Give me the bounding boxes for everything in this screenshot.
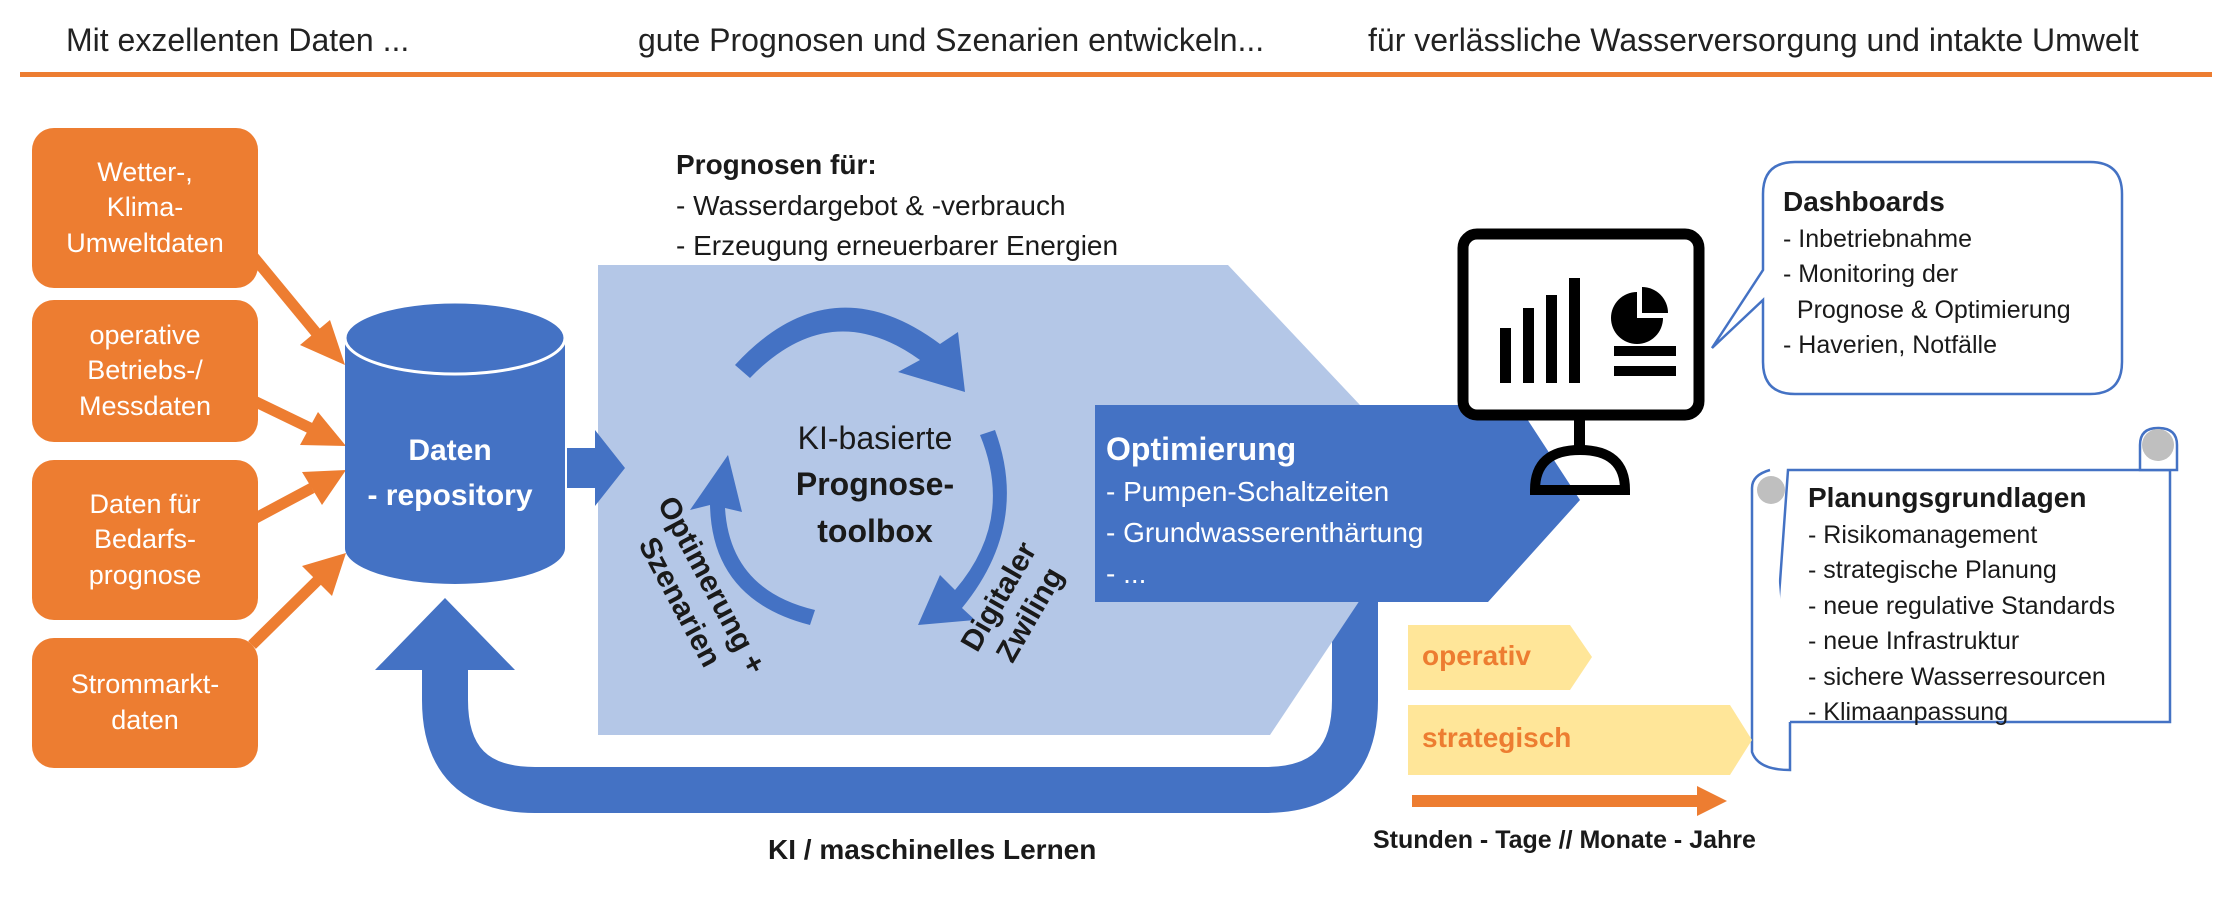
header-supply: für verlässliche Wasserversorgung und in… (1368, 22, 2139, 58)
timeline-arrowhead (1697, 786, 1727, 816)
planning-item: - strategische Planung (1808, 556, 2057, 585)
cycle-arrows (690, 307, 1007, 625)
header-divider (20, 72, 2212, 77)
planning-item: - neue regulative Standards (1808, 591, 2116, 620)
optimization-title: Optimierung (1106, 431, 1297, 467)
tag-strategic: strategisch (1422, 722, 1572, 753)
source-power-market: Strommarkt- daten (32, 638, 258, 768)
optimization-item: - ... (1106, 557, 1147, 589)
source-label: Wetter-, Klima- Umweltdaten (66, 156, 224, 258)
dashboards-callout (1710, 160, 2124, 396)
planning-item: - Risikomanagement (1808, 520, 2038, 549)
tag-operative: operativ (1422, 640, 1531, 671)
optimization-chevron (1095, 405, 1580, 602)
source-label: Daten für Bedarfs- prognose (88, 488, 202, 590)
timeline-arrow-shaft (1412, 795, 1697, 807)
optimization-block: Optimierung - Pumpen-Schaltzeiten - Grun… (1106, 426, 1424, 594)
timeline-label: Stunden - Tage // Monate - Jahre (1373, 826, 1756, 854)
repository-to-toolbox-arrow (567, 430, 625, 506)
input-arrows (247, 251, 346, 649)
dashboards-item: Prognose & Optimierung (1783, 295, 2071, 324)
optimization-item: - Grundwasserenthärtung (1106, 516, 1424, 548)
forecasts-block: Prognosen für: - Wasserdargebot & -verbr… (676, 145, 1118, 267)
header-forecast: gute Prognosen und Szenarien entwickeln.… (638, 22, 1265, 58)
toolbox-label: KI-basierte Prognose- toolbox (740, 415, 1010, 554)
strategic-arrow (1408, 705, 1752, 775)
monitor-icon (1457, 228, 1705, 495)
header-data: Mit exzellenten Daten ... (66, 22, 410, 58)
feedback-label: KI / maschinelles Lernen (768, 834, 1097, 865)
source-demand: Daten für Bedarfs- prognose (32, 460, 258, 620)
dashboards-title: Dashboards (1783, 186, 1945, 217)
forecasts-title: Prognosen für: (676, 149, 877, 180)
planning-item: - sichere Wasserresourcen (1808, 662, 2106, 691)
dashboards-text: Dashboards - Inbetriebnahme - Monitoring… (1783, 182, 2071, 364)
planning-scroll (1750, 426, 2179, 772)
repository-label: Daten - repository (367, 434, 533, 512)
dashboards-item: - Monitoring der (1783, 260, 1959, 289)
optimization-item: - Pumpen-Schaltzeiten (1106, 476, 1390, 508)
feedback-arrowhead (375, 598, 515, 670)
forecast-item: - Erzeugung erneuerbarer Energien (676, 230, 1119, 262)
source-weather-climate: Wetter-, Klima- Umweltdaten (32, 128, 258, 288)
toolbox-line2: Prognose- (795, 466, 955, 503)
toolbox-line1: KI-basierte (797, 420, 953, 456)
source-label: Strommarkt- daten (70, 669, 220, 735)
forecast-item: - Wasserdargebot & -verbrauch (676, 189, 1066, 221)
planning-item: - neue Infrastruktur (1808, 627, 2020, 656)
planning-item: - Klimaanpassung (1808, 698, 2009, 727)
toolbox-line3: toolbox (817, 512, 933, 549)
operative-arrow (1408, 625, 1592, 690)
source-operational: operative Betriebs-/ Messdaten (32, 300, 258, 442)
planning-text: Planungsgrundlagen - Risikomanagement - … (1808, 478, 2115, 731)
data-repository-cylinder (343, 300, 567, 584)
source-label: operative Betriebs-/ Messdaten (78, 319, 212, 421)
dashboards-item: - Haverien, Notfälle (1783, 331, 1997, 360)
dashboards-item: - Inbetriebnahme (1783, 224, 1973, 253)
planning-title: Planungsgrundlagen (1808, 482, 2087, 513)
feedback-loop-arrow (422, 600, 1378, 813)
